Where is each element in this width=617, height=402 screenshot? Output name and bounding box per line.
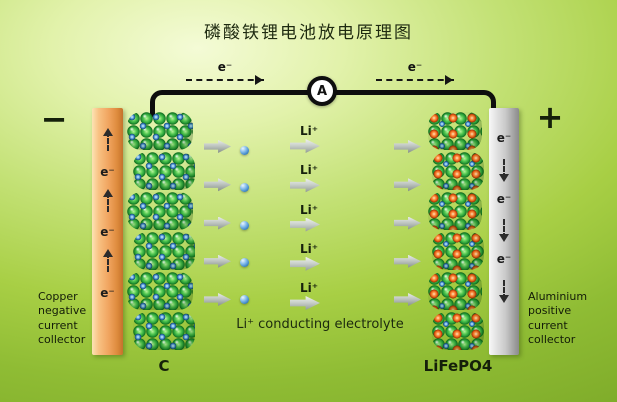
sphere-cluster bbox=[428, 192, 482, 230]
li-ion-dot bbox=[240, 183, 249, 193]
li-ion-label: Li⁺ bbox=[300, 124, 319, 138]
electron-label: e⁻ bbox=[100, 164, 115, 179]
arrow-right-icon bbox=[290, 256, 320, 271]
electron-label: e⁻ bbox=[496, 131, 512, 146]
arrow-right-icon bbox=[204, 178, 231, 192]
arrow-up-dashed-icon bbox=[102, 128, 113, 152]
diagram-title: 磷酸铁锂电池放电原理图 bbox=[204, 23, 413, 43]
sphere-cluster bbox=[432, 312, 484, 350]
li-ion-label: Li⁺ bbox=[300, 202, 319, 217]
arrow-right-icon bbox=[394, 254, 421, 268]
sphere-cluster bbox=[428, 272, 482, 310]
li-ion-dot bbox=[240, 220, 249, 230]
electron-label: e⁻ bbox=[217, 60, 233, 74]
arrow-up-dashed-icon bbox=[102, 249, 113, 273]
sphere-cluster bbox=[133, 152, 195, 190]
electron-label: e⁻ bbox=[100, 285, 115, 300]
li-ion-row: Li⁺ bbox=[288, 203, 336, 232]
copper-collector-caption: Copper negative current collector bbox=[38, 290, 87, 346]
li-ion-dots bbox=[240, 146, 249, 304]
electron-flow-right: e⁻ bbox=[374, 60, 456, 85]
sphere-cluster bbox=[432, 152, 484, 190]
sphere-cluster bbox=[127, 272, 193, 310]
arrow-right-icon bbox=[290, 296, 320, 310]
arrow-right-icon bbox=[394, 216, 421, 230]
li-ion-dot bbox=[240, 295, 249, 304]
arrow-up-dashed-icon bbox=[102, 188, 113, 212]
li-ion-row: Li⁺ bbox=[288, 124, 336, 153]
arrow-right-dashed-icon bbox=[186, 75, 264, 85]
copper-current-collector: e⁻ e⁻ e⁻ bbox=[92, 108, 123, 355]
arrow-right-icon bbox=[394, 140, 421, 153]
arrow-right-icon bbox=[204, 254, 231, 268]
electrolyte-ion-flow: Li⁺ Li⁺ Li⁺ Li⁺ Li⁺ bbox=[288, 124, 336, 310]
electron-label: e⁻ bbox=[100, 225, 115, 240]
li-ion-label: Li⁺ bbox=[300, 241, 319, 256]
positive-terminal-sign: + bbox=[536, 98, 564, 136]
arrow-right-icon bbox=[394, 178, 421, 192]
ammeter: A bbox=[307, 76, 337, 106]
arrow-right-icon bbox=[290, 217, 320, 232]
arrow-right-icon bbox=[204, 293, 231, 306]
sphere-cluster bbox=[127, 112, 193, 150]
li-ion-label: Li⁺ bbox=[300, 163, 319, 178]
li-ion-dot bbox=[240, 146, 249, 155]
electron-label: e⁻ bbox=[496, 191, 512, 206]
li-ion-label: Li⁺ bbox=[300, 281, 319, 295]
arrow-down-dashed-icon bbox=[499, 158, 509, 182]
lifepo4-electrode bbox=[428, 112, 486, 352]
aluminium-collector-caption: Aluminium positive current collector bbox=[528, 290, 588, 346]
electrolyte-caption: Li⁺ conducting electrolyte bbox=[236, 317, 404, 332]
sphere-cluster bbox=[127, 192, 193, 230]
arrow-right-icon bbox=[204, 140, 231, 153]
arrow-right-dashed-icon bbox=[376, 75, 454, 85]
li-ion-dot bbox=[240, 257, 249, 267]
sphere-cluster bbox=[432, 232, 484, 270]
arrow-right-icon bbox=[394, 293, 421, 306]
negative-terminal-sign: − bbox=[40, 100, 68, 138]
arrow-right-icon bbox=[204, 216, 231, 230]
li-migration-arrows-right bbox=[394, 140, 421, 306]
arrow-right-icon bbox=[290, 139, 320, 153]
arrow-down-dashed-icon bbox=[499, 279, 509, 303]
graphite-electrode-label: C bbox=[158, 357, 170, 375]
arrow-down-dashed-icon bbox=[499, 219, 509, 243]
li-ion-row: Li⁺ bbox=[288, 281, 336, 310]
sphere-cluster bbox=[428, 112, 482, 150]
li-ion-row: Li⁺ bbox=[288, 242, 336, 271]
aluminium-current-collector: e⁻ e⁻ e⁻ bbox=[489, 108, 519, 355]
li-ion-row: Li⁺ bbox=[288, 163, 336, 193]
electron-label: e⁻ bbox=[496, 252, 512, 267]
electron-label: e⁻ bbox=[407, 60, 423, 74]
sphere-cluster bbox=[133, 312, 195, 350]
graphite-electrode bbox=[127, 112, 201, 352]
sphere-cluster bbox=[133, 232, 195, 270]
arrow-right-icon bbox=[290, 178, 320, 193]
lifepo4-electrode-label: LiFePO4 bbox=[423, 357, 493, 375]
li-migration-arrows-left bbox=[204, 140, 231, 306]
electron-flow-left: e⁻ bbox=[184, 60, 266, 85]
ammeter-label: A bbox=[316, 83, 328, 99]
